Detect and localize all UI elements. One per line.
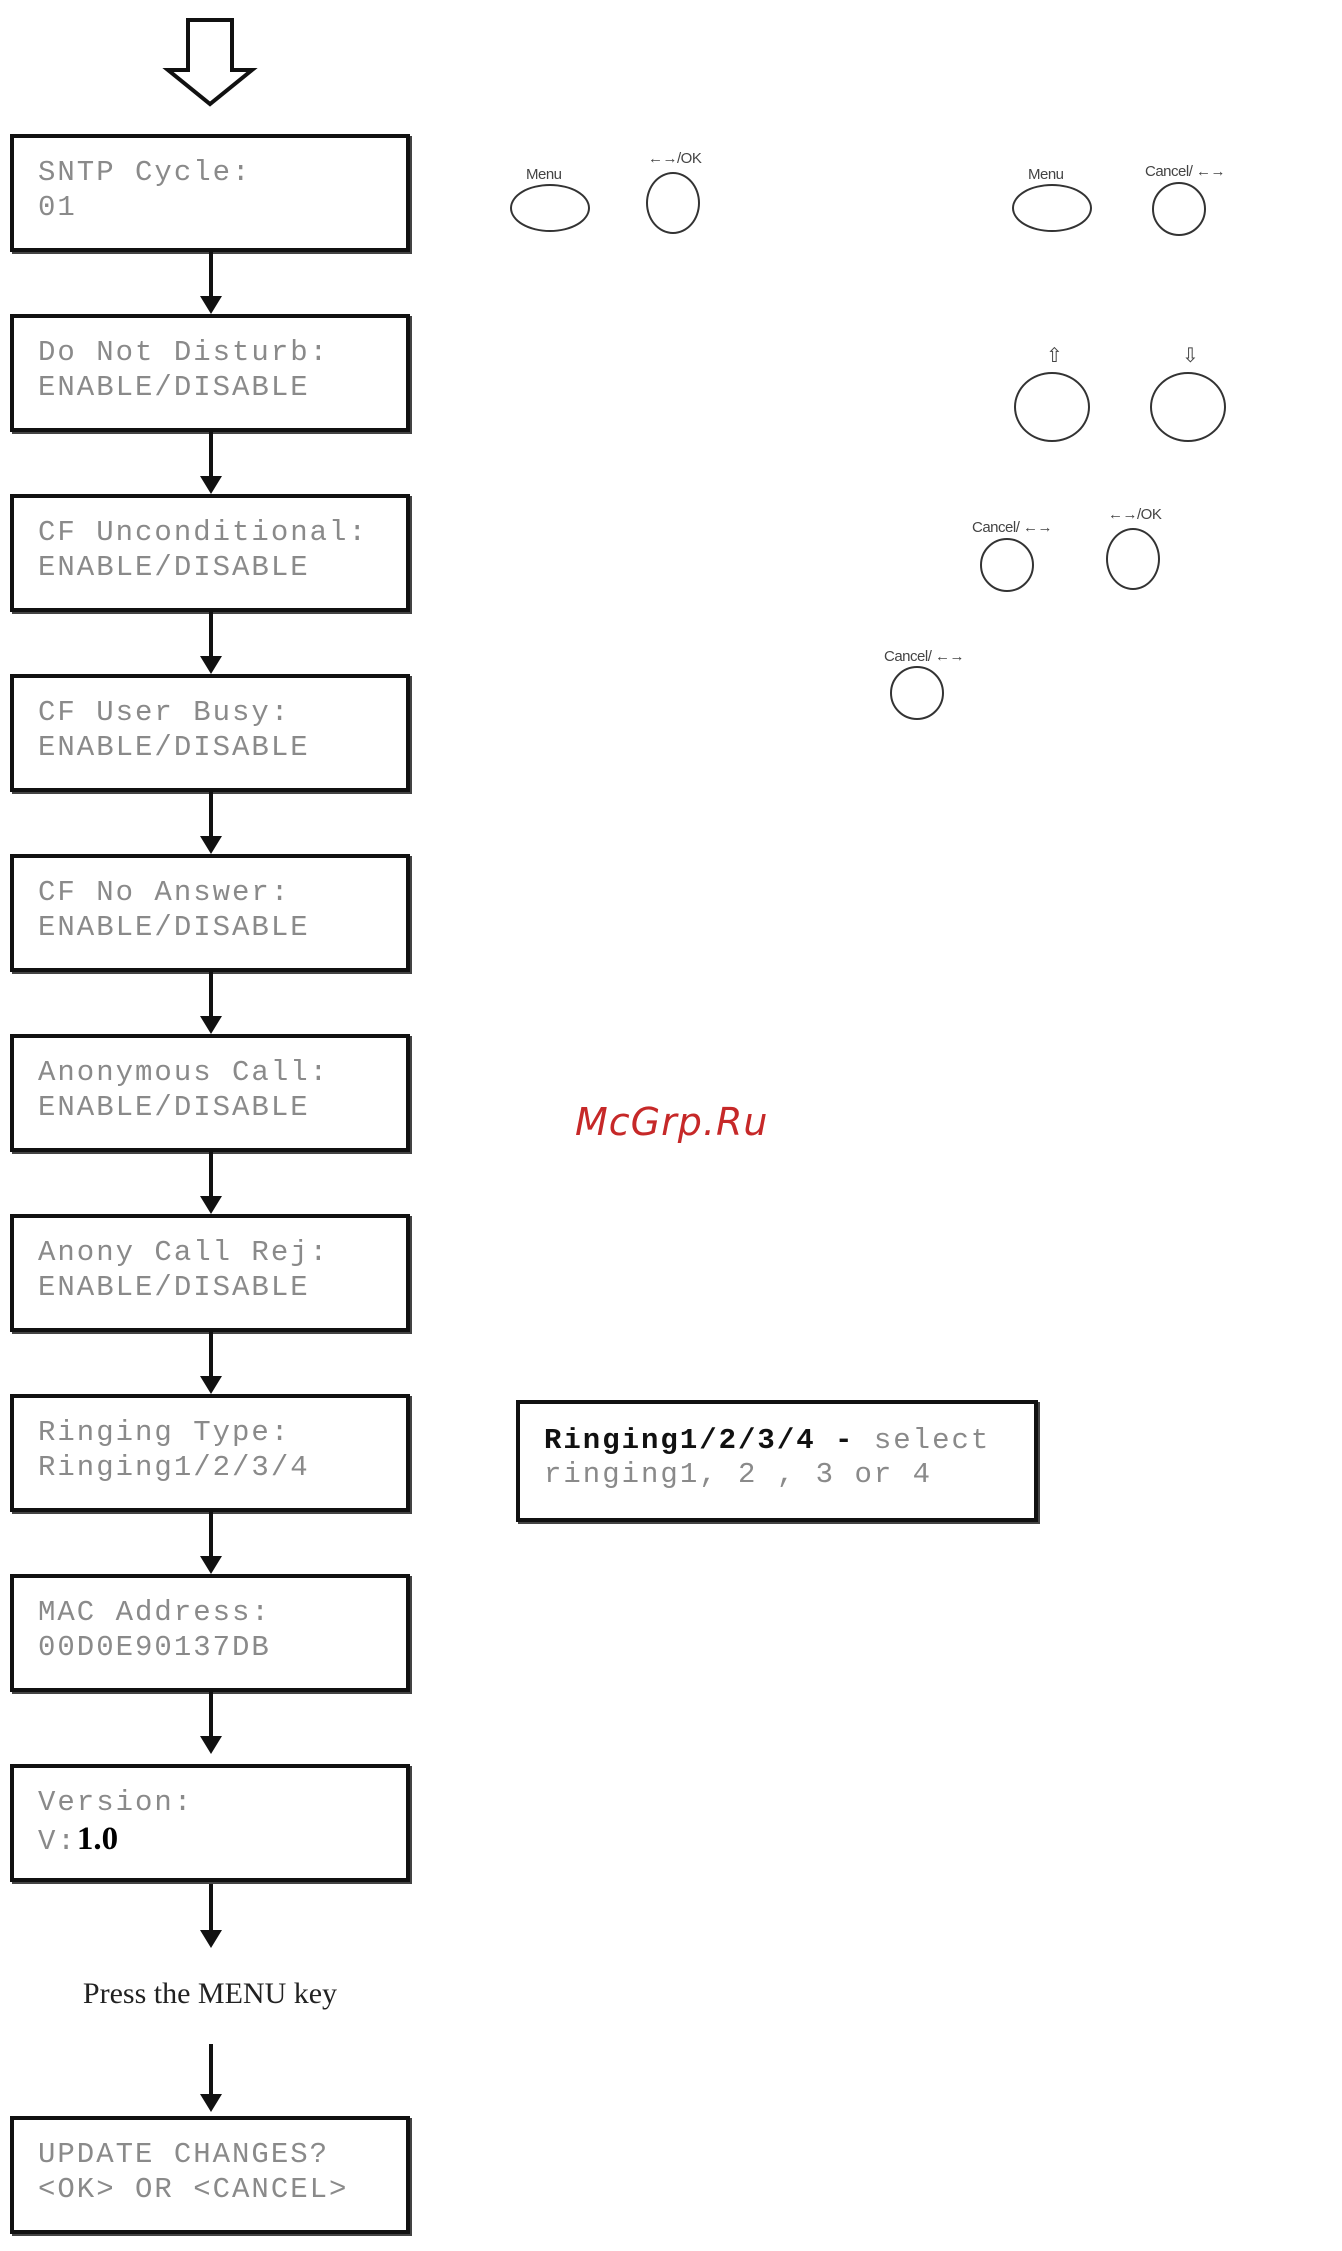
arrow-down-icon	[200, 476, 222, 494]
connector-line	[209, 2044, 213, 2094]
menu-screen-line-2: Ringing1/2/3/4	[38, 1451, 310, 1484]
connector-line	[209, 1692, 213, 1736]
menu-screen: MAC Address:00D0E90137DB	[10, 1574, 410, 1692]
menu-screen-line-1: Do Not Disturb:	[38, 336, 330, 369]
arrow-down-icon	[200, 2094, 222, 2112]
ok-key-label: ←→/OK	[648, 150, 702, 167]
ok-key-2[interactable]	[1106, 528, 1160, 590]
cancel-key-label: Cancel/ ←→	[1145, 163, 1226, 180]
update-changes-screen: UPDATE CHANGES? <OK> OR <CANCEL>	[10, 2116, 410, 2234]
update-line-1: UPDATE CHANGES?	[38, 2138, 330, 2171]
arrow-down-icon	[200, 656, 222, 674]
cancel-key-label-3: Cancel/ ←→	[884, 648, 965, 665]
up-arrow-key[interactable]	[1014, 372, 1090, 442]
menu-screen-line-2: ENABLE/DISABLE	[38, 371, 310, 404]
update-line-2: <OK> OR <CANCEL>	[38, 2173, 349, 2206]
entry-hollow-arrow-icon	[162, 18, 258, 107]
menu-screen: Do Not Disturb:ENABLE/DISABLE	[10, 314, 410, 432]
menu-key-2[interactable]	[1012, 184, 1092, 232]
connector-line	[209, 1152, 213, 1196]
arrow-down-icon	[200, 1016, 222, 1034]
menu-screen-line-2: ENABLE/DISABLE	[38, 911, 310, 944]
arrow-down-icon	[200, 1736, 222, 1754]
menu-key-label: Menu	[526, 166, 562, 183]
ringing-type-note: Ringing1/2/3/4 - select ringing1, 2 , 3 …	[516, 1400, 1038, 1522]
up-key-label: ⇧	[1046, 345, 1063, 367]
menu-screen: CF User Busy:ENABLE/DISABLE	[10, 674, 410, 792]
menu-screen-line-2: 00D0E90137DB	[38, 1631, 271, 1664]
menu-screen-line-1: Anonymous Call:	[38, 1056, 330, 1089]
connector-line	[209, 1512, 213, 1556]
menu-screen: CF Unconditional:ENABLE/DISABLE	[10, 494, 410, 612]
menu-screen-line-1: Anony Call Rej:	[38, 1236, 330, 1269]
menu-screen-line-1: CF Unconditional:	[38, 516, 368, 549]
menu-screen-line-2: ENABLE/DISABLE	[38, 731, 310, 764]
cancel-key-2[interactable]	[980, 538, 1034, 592]
menu-screen: Anonymous Call:ENABLE/DISABLE	[10, 1034, 410, 1152]
connector-line	[209, 252, 213, 296]
note-rest-text: select	[854, 1424, 991, 1457]
menu-screen: CF No Answer:ENABLE/DISABLE	[10, 854, 410, 972]
cancel-key-label-2: Cancel/ ←→	[972, 519, 1053, 536]
connector-line	[209, 792, 213, 836]
menu-screen-line-1: CF No Answer:	[38, 876, 291, 909]
arrow-down-icon	[200, 1376, 222, 1394]
menu-screen-line-2: ENABLE/DISABLE	[38, 1091, 310, 1124]
watermark: McGrp.Ru	[575, 1100, 769, 1144]
connector-line	[209, 972, 213, 1016]
connector-line	[209, 1882, 213, 1930]
menu-key-label-2: Menu	[1028, 166, 1064, 183]
note-line-2: ringing1, 2 , 3 or 4	[544, 1458, 933, 1491]
menu-screen-line-2: ENABLE/DISABLE	[38, 551, 310, 584]
down-key-label: ⇩	[1182, 345, 1199, 367]
ok-key-label-2: ←→/OK	[1108, 506, 1162, 523]
ok-key[interactable]	[646, 172, 700, 234]
arrow-down-icon	[200, 836, 222, 854]
menu-screen-line-2: ENABLE/DISABLE	[38, 1271, 310, 1304]
menu-screen-line-1: CF User Busy:	[38, 696, 291, 729]
arrow-down-icon	[200, 296, 222, 314]
arrow-down-icon	[200, 1196, 222, 1214]
down-arrow-key[interactable]	[1150, 372, 1226, 442]
version-number: 1.0	[76, 1821, 119, 1857]
note-line-1: Ringing1/2/3/4 - select	[544, 1426, 990, 1455]
instruction-text: Press the MENU key	[82, 1977, 338, 2010]
arrow-down-icon	[200, 1930, 222, 1948]
note-bold-text: Ringing1/2/3/4 -	[544, 1424, 855, 1457]
version-label: Version:	[38, 1786, 194, 1819]
menu-screen-line-2: 01	[38, 191, 77, 224]
menu-screen: Ringing Type:Ringing1/2/3/4	[10, 1394, 410, 1512]
menu-screen-line-1: MAC Address:	[38, 1596, 271, 1629]
menu-key[interactable]	[510, 184, 590, 232]
cancel-key[interactable]	[1152, 182, 1206, 236]
connector-line	[209, 1332, 213, 1376]
arrow-down-icon	[200, 1556, 222, 1574]
connector-line	[209, 612, 213, 656]
menu-screen: Anony Call Rej:ENABLE/DISABLE	[10, 1214, 410, 1332]
menu-screen-line-1: SNTP Cycle:	[38, 156, 252, 189]
cancel-key-3[interactable]	[890, 666, 944, 720]
connector-line	[209, 432, 213, 476]
menu-screen: SNTP Cycle:01	[10, 134, 410, 252]
version-value-line: V:1.0	[38, 1821, 119, 1858]
version-prefix: V:	[38, 1825, 77, 1858]
menu-screen-line-1: Ringing Type:	[38, 1416, 291, 1449]
version-screen: Version: V:1.0	[10, 1764, 410, 1882]
